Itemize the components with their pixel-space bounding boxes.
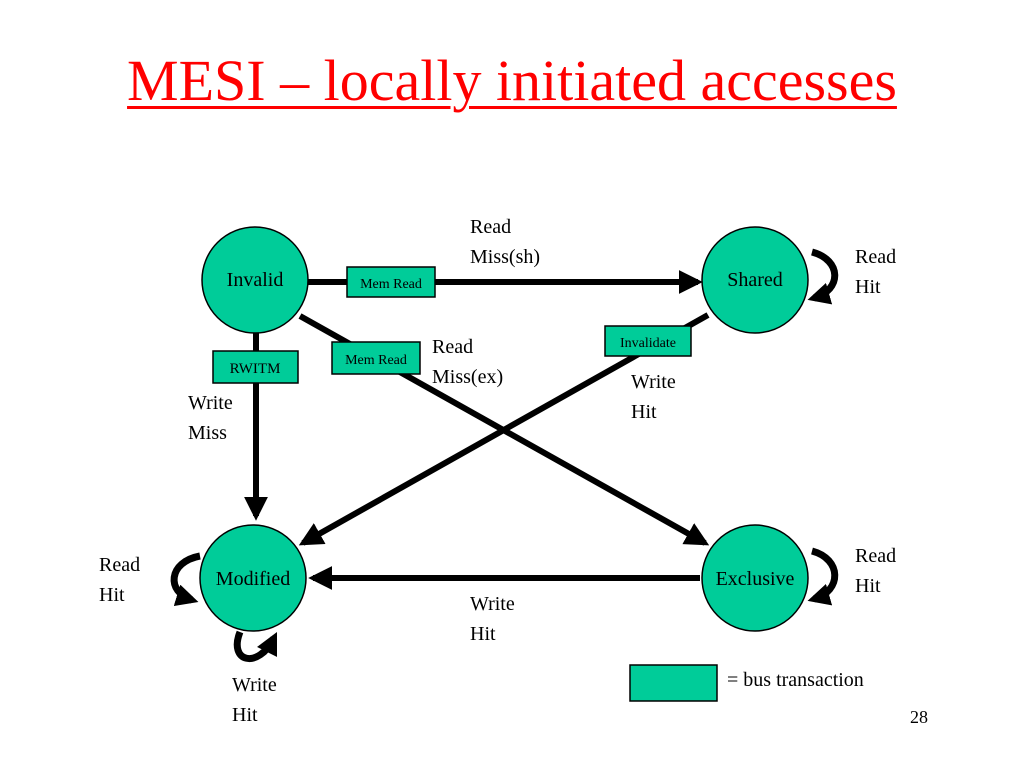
bus-box-rwitm: RWITM xyxy=(212,350,299,384)
bus-box-invalidate: Invalidate xyxy=(604,325,692,357)
label-read-hit-exclusive: Read Hit xyxy=(855,545,897,597)
label-read-miss-sh: Read Miss(sh) xyxy=(470,216,541,268)
bus-box-invalidate-label: Invalidate xyxy=(620,336,676,351)
state-exclusive-label: Exclusive xyxy=(716,568,795,590)
state-modified-label: Modified xyxy=(216,568,290,590)
label-read-hit-modified: Read Hit xyxy=(99,554,141,606)
state-shared-label: Shared xyxy=(727,269,783,291)
bus-box-mem-read-sh-label: Mem Read xyxy=(360,277,422,292)
label-read-hit-shared: Read Hit xyxy=(855,246,897,298)
loop-modified-read-hit xyxy=(170,552,201,607)
label-write-hit-exclusive: Write Hit xyxy=(470,593,515,645)
page-number: 28 xyxy=(910,707,928,727)
loop-modified-write-hit xyxy=(233,630,278,662)
bus-box-mem-read-ex: Mem Read xyxy=(331,341,421,375)
loop-exclusive-read-hit xyxy=(807,547,839,606)
bus-box-mem-read-ex-label: Mem Read xyxy=(345,353,407,368)
state-exclusive: Exclusive xyxy=(701,524,809,632)
legend-swatch xyxy=(629,664,718,702)
label-write-hit-shared: Write Hit xyxy=(631,371,676,423)
state-invalid: Invalid xyxy=(201,226,309,334)
label-read-miss-ex: Read Miss(ex) xyxy=(432,336,504,388)
label-write-miss: Write Miss xyxy=(188,392,233,444)
slide-title: MESI – locally initiated accesses xyxy=(127,48,897,113)
legend-text: = bus transaction xyxy=(727,669,864,691)
label-write-hit-modified: Write Hit xyxy=(232,674,277,726)
loop-shared-read-hit xyxy=(807,248,839,305)
state-invalid-label: Invalid xyxy=(227,269,284,291)
state-modified: Modified xyxy=(199,524,307,632)
bus-box-mem-read-sh: Mem Read xyxy=(346,266,436,298)
state-shared: Shared xyxy=(701,226,809,334)
bus-box-rwitm-label: RWITM xyxy=(230,361,281,377)
